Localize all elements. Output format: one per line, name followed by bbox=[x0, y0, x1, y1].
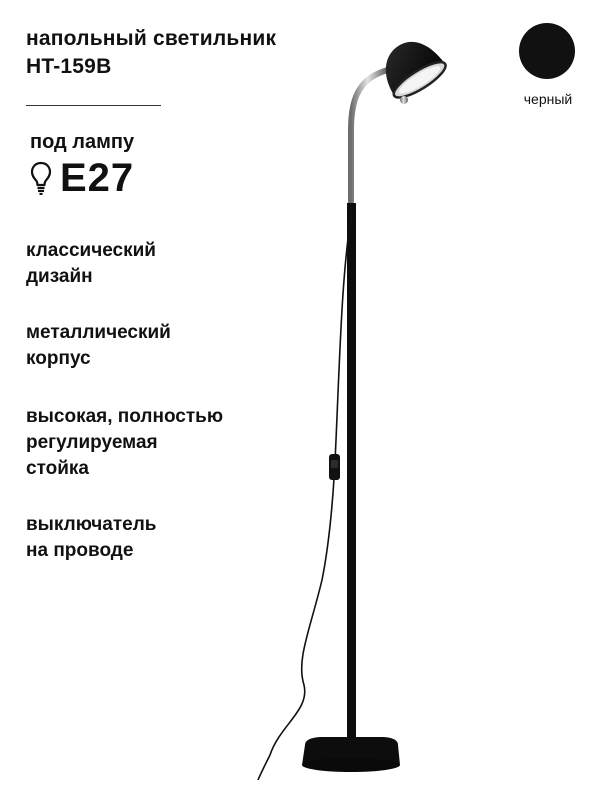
feature-design: классический дизайн bbox=[26, 238, 156, 290]
product-title: напольный светильник HT-159B bbox=[26, 25, 276, 81]
socket-label: под лампу bbox=[30, 131, 135, 153]
power-cord bbox=[257, 209, 353, 780]
divider bbox=[26, 105, 161, 106]
gooseneck bbox=[348, 67, 391, 208]
lamp-shade bbox=[385, 41, 447, 99]
feature-line: корпус bbox=[26, 348, 91, 369]
socket-info: под лампу E27 bbox=[30, 130, 134, 200]
feature-line: высокая, полностью bbox=[26, 406, 224, 427]
feature-switch: выключатель на проводе bbox=[26, 512, 156, 564]
feature-line: выключатель bbox=[26, 514, 157, 535]
lamp-pole bbox=[347, 203, 356, 748]
socket-value: E27 bbox=[60, 156, 135, 200]
shade-knob bbox=[400, 96, 408, 104]
feature-line: стойка bbox=[26, 458, 89, 479]
floor-lamp-image bbox=[257, 41, 447, 780]
feature-stand: высокая, полностью регулируемая стойка bbox=[26, 404, 223, 482]
product-title-line1: напольный светильник bbox=[26, 27, 277, 50]
color-swatch-label: черный bbox=[523, 91, 573, 107]
lightbulb-icon bbox=[30, 161, 52, 195]
color-swatch-black[interactable] bbox=[519, 23, 575, 79]
feature-body: металлический корпус bbox=[26, 320, 171, 372]
feature-line: дизайн bbox=[26, 266, 93, 287]
feature-line: на проводе bbox=[26, 540, 134, 561]
feature-line: классический bbox=[26, 240, 156, 261]
feature-line: металлический bbox=[26, 322, 171, 343]
product-model: HT-159B bbox=[26, 55, 112, 78]
socket-row: E27 bbox=[30, 156, 134, 200]
feature-line: регулируемая bbox=[26, 432, 158, 453]
